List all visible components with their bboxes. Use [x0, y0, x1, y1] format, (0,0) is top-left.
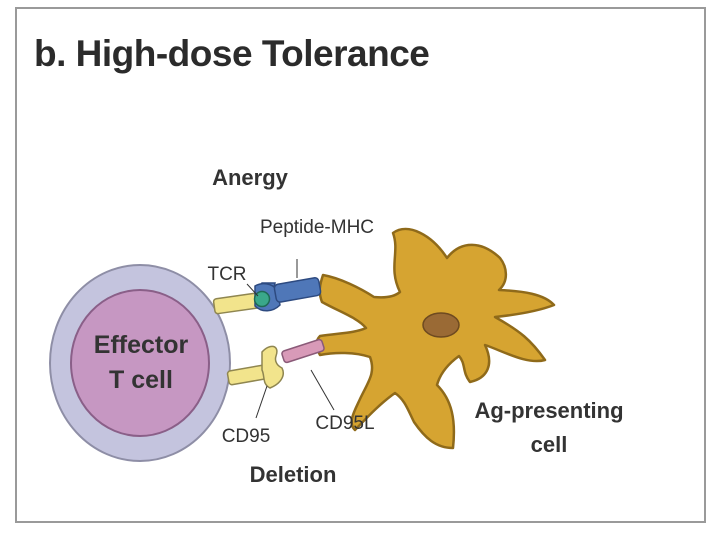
deletion-label: Deletion — [250, 462, 337, 487]
effector-label-line1: Effector — [94, 331, 189, 359]
cd95-leader — [255, 385, 268, 419]
tcr-leader — [246, 283, 259, 297]
cd95l-label: CD95L — [315, 413, 374, 434]
apc-label-line1: Ag-presenting — [474, 398, 623, 423]
apc-nucleus — [422, 312, 460, 338]
mhc-stalk — [273, 277, 322, 303]
cd95-label: CD95 — [222, 426, 271, 447]
effector-label-line2: T cell — [109, 366, 173, 394]
tcr-receptor — [212, 292, 260, 315]
cd95l-leader — [310, 369, 335, 411]
apc-cell-body — [315, 227, 556, 450]
cd95-binding-cup — [261, 345, 284, 389]
peptide-mhc-label: Peptide-MHC — [260, 217, 374, 238]
t-cell-inner — [70, 289, 210, 437]
figure-title: b. High-dose Tolerance — [34, 33, 430, 74]
tcr-label: TCR — [207, 264, 246, 285]
anergy-label: Anergy — [212, 165, 289, 190]
peptide — [253, 290, 271, 308]
cd95-receptor — [226, 364, 268, 386]
apc-label-line2: cell — [531, 432, 568, 457]
cd95l-ligand — [281, 338, 325, 364]
